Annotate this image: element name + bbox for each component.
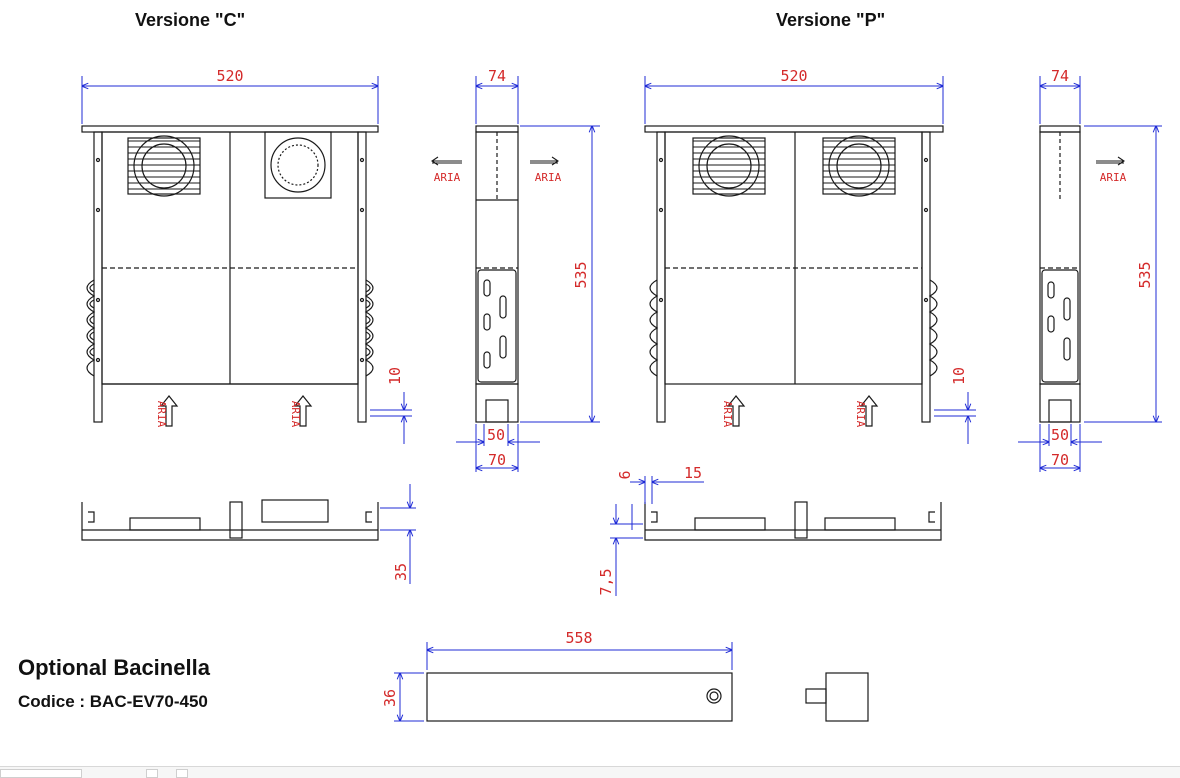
dim-foot-inner-p: 50: [1051, 426, 1069, 444]
air-flow-arrows: [431, 156, 1125, 166]
title-version-c: Versione "C": [135, 10, 246, 30]
tray-view-p: [644, 501, 942, 541]
air-label-c-right: ARIA: [535, 171, 562, 184]
pan-view: [426, 672, 869, 722]
dim-height-c: 535: [572, 261, 590, 288]
side-view-p: [1039, 125, 1081, 423]
dim-depth-p: 74: [1051, 67, 1069, 85]
dim-tray-step-p: 7,5: [597, 568, 615, 595]
dim-width-p: 520: [780, 67, 807, 85]
dim-tray-gap-p: 6: [616, 470, 634, 479]
dim-width-c: 520: [216, 67, 243, 85]
dim-offset-c: 10: [386, 367, 404, 385]
front-view-p: [644, 125, 944, 427]
dim-foot-outer-c: 70: [488, 451, 506, 469]
dim-offset-p: 10: [950, 367, 968, 385]
dim-pan-height: 36: [381, 689, 399, 707]
bottom-scroll-strip: [0, 766, 1180, 778]
side-view-c: [475, 125, 519, 423]
dim-pan-length: 558: [565, 629, 592, 647]
dimension-lines: [82, 76, 1162, 721]
dim-tray-height-c: 35: [392, 563, 410, 581]
dim-foot-inner-c: 50: [487, 426, 505, 444]
dim-depth-c: 74: [488, 67, 506, 85]
air-label-p-right: ARIA: [1100, 171, 1127, 184]
tray-view-c: [81, 499, 379, 541]
air-label-c-front-2: ARIA: [289, 401, 302, 428]
optional-title: Optional Bacinella: [18, 655, 210, 680]
dim-height-p: 535: [1136, 261, 1154, 288]
air-label-p-front-1: ARIA: [721, 401, 734, 428]
dim-tray-slot-p: 15: [684, 464, 702, 482]
title-version-p: Versione "P": [776, 10, 886, 30]
dim-foot-outer-p: 70: [1051, 451, 1069, 469]
optional-code: Codice : BAC-EV70-450: [18, 692, 208, 711]
air-label-p-front-2: ARIA: [854, 401, 867, 428]
air-label-c-left: ARIA: [434, 171, 461, 184]
air-label-c-front-1: ARIA: [155, 401, 168, 428]
front-view-c: [81, 125, 379, 427]
